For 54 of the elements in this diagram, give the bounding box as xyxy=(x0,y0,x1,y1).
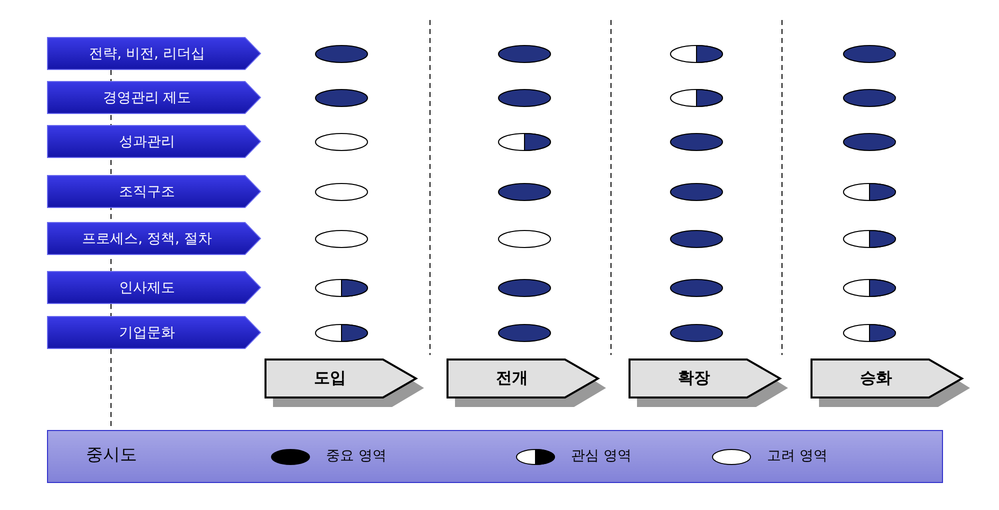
header-text: 기업문화 xyxy=(119,324,175,342)
half-ellipse-mark xyxy=(843,324,896,342)
header-text: 조직구조 xyxy=(119,182,175,200)
stage-banner xyxy=(447,359,607,407)
filled-ellipse-mark xyxy=(843,45,896,63)
row-header-banner xyxy=(47,37,261,70)
half-ellipse-mark xyxy=(843,230,896,248)
row-header-banner xyxy=(47,222,261,255)
header-text: 확장 xyxy=(678,368,710,389)
filled-ellipse-mark xyxy=(670,133,723,151)
half-ellipse-mark xyxy=(843,279,896,297)
filled-ellipse-mark xyxy=(843,133,896,151)
row-header-banner xyxy=(47,271,261,304)
filled-ellipse-mark xyxy=(315,89,368,107)
header-text: 승화 xyxy=(860,368,892,389)
header-text: 인사제도 xyxy=(119,278,175,296)
legend-text: 관심 영역 xyxy=(571,447,632,465)
filled-ellipse-mark xyxy=(670,230,723,248)
header-text: 전략, 비전, 리더십 xyxy=(89,44,205,62)
filled-ellipse-mark xyxy=(670,324,723,342)
stage-banner xyxy=(265,359,425,407)
stage-banner xyxy=(811,359,971,407)
filled-ellipse-mark xyxy=(670,183,723,201)
legend-title: 중시도 xyxy=(86,444,137,466)
row-header-banner xyxy=(47,125,261,158)
row-header-banner xyxy=(47,175,261,208)
empty-ellipse-mark xyxy=(315,183,368,201)
empty-ellipse-mark xyxy=(498,230,551,248)
filled-ellipse-mark xyxy=(498,89,551,107)
stage-banner xyxy=(629,359,789,407)
half-ellipse-mark xyxy=(670,45,723,63)
filled-ellipse-mark xyxy=(498,45,551,63)
filled-ellipse-mark xyxy=(498,183,551,201)
header-text: 경영관리 제도 xyxy=(102,88,192,106)
empty-ellipse-mark xyxy=(315,230,368,248)
legend-text: 고려 영역 xyxy=(767,447,828,465)
filled-ellipse-mark xyxy=(498,324,551,342)
filled-ellipse-mark xyxy=(670,279,723,297)
filled-ellipse-mark xyxy=(843,89,896,107)
header-text: 도입 xyxy=(314,368,346,389)
half-ellipse-mark xyxy=(315,279,368,297)
filled-ellipse-mark xyxy=(315,45,368,63)
legend-text: 중요 영역 xyxy=(326,447,386,465)
half-ellipse-mark xyxy=(843,183,896,201)
header-text: 전개 xyxy=(496,368,528,389)
row-header-banner xyxy=(47,81,261,114)
half-ellipse-mark xyxy=(670,89,723,107)
row-header-banner xyxy=(47,316,261,349)
half-ellipse-mark xyxy=(498,133,551,151)
filled-ellipse-mark xyxy=(498,279,551,297)
empty-ellipse-mark xyxy=(315,133,368,151)
header-text: 프로세스, 정책, 절차 xyxy=(82,230,212,248)
half-ellipse-mark xyxy=(315,324,368,342)
header-text: 성과관리 xyxy=(119,132,175,150)
